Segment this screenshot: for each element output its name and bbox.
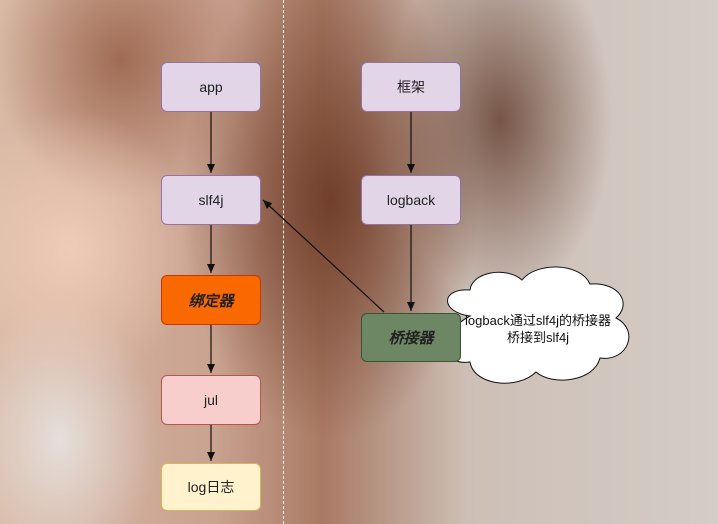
- node-slf4j-label: slf4j: [198, 192, 224, 208]
- node-bridge: 桥接器: [361, 313, 461, 362]
- node-app: app: [161, 62, 261, 112]
- note-cloud: [445, 266, 630, 384]
- node-binder-label: 绑定器: [188, 292, 234, 310]
- node-logback: logback: [361, 175, 461, 225]
- node-log: log日志: [161, 463, 261, 511]
- node-jul-label: jul: [203, 392, 218, 408]
- node-binder: 绑定器: [161, 275, 261, 325]
- node-jul: jul: [161, 375, 261, 425]
- node-app-label: app: [199, 79, 223, 95]
- node-bridge-label: 桥接器: [388, 330, 434, 347]
- note-line-1: logback通过slf4j的桥接器: [465, 313, 611, 328]
- node-framework: 框架: [361, 62, 461, 112]
- dashed-divider: [283, 0, 284, 524]
- note-text: logback通过slf4j的桥接器 桥接到slf4j: [440, 312, 636, 346]
- edge-bridge-slf4j: [262, 199, 385, 313]
- node-framework-label: 框架: [397, 79, 425, 95]
- node-log-label: log日志: [187, 479, 235, 495]
- node-slf4j: slf4j: [161, 175, 261, 225]
- note-line-2: 桥接到slf4j: [506, 330, 570, 345]
- node-logback-label: logback: [386, 192, 436, 208]
